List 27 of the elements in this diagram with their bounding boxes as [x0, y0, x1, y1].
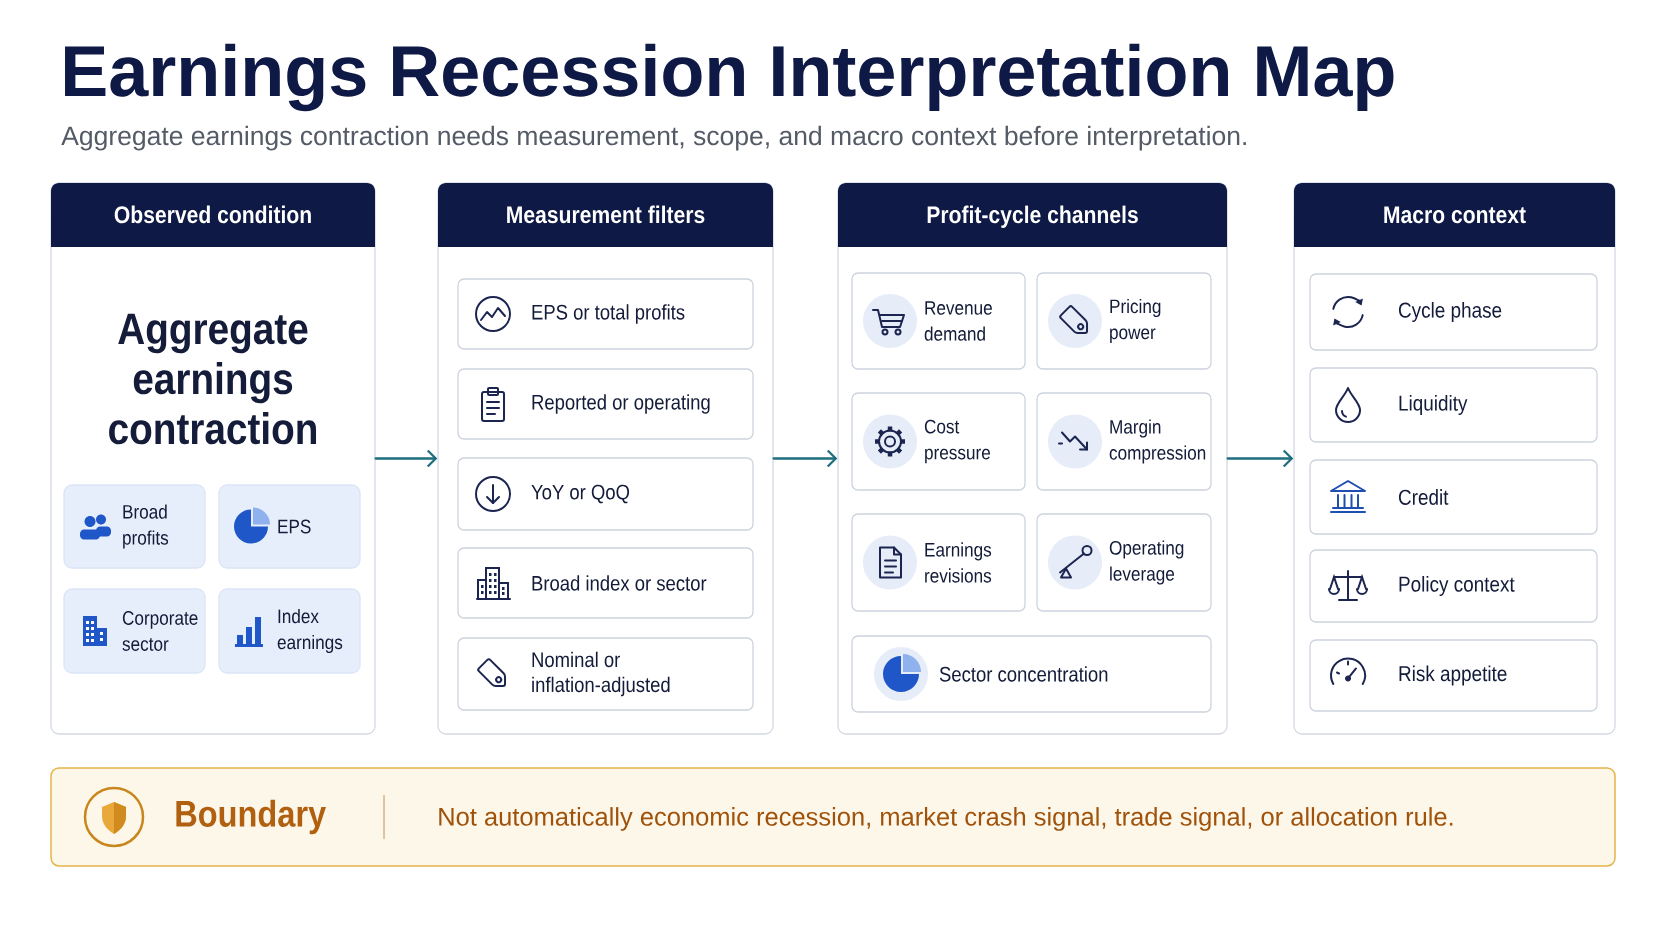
- context-row: Risk appetite: [1309, 639, 1598, 712]
- headline: Aggregate earnings contraction: [109, 313, 316, 445]
- arrow: [772, 449, 838, 468]
- context-row: Liquidity: [1309, 367, 1598, 443]
- context-row: Cycle phase: [1309, 273, 1598, 351]
- subtitle: Aggregate earnings contraction needs measurement, scope, and macro context before interpretation.: [61, 125, 1246, 151]
- arrow: [374, 449, 438, 468]
- panel-header: Observed condition: [51, 183, 375, 247]
- panel-header: Profit-cycle channels: [838, 183, 1227, 247]
- filter-row: EPS or total profits: [457, 278, 754, 350]
- heading: Boundary: [176, 799, 326, 835]
- metric-tile: Index earnings: [218, 588, 361, 674]
- panel-header: Macro context: [1294, 183, 1615, 247]
- note-text: Not automatically economic recession, market crash signal, trade signal, or allocation rule.: [439, 807, 1453, 831]
- metric-tile: EPS: [218, 484, 361, 569]
- filter-row: Reported or operating: [457, 368, 754, 440]
- metric-tile: Corporate sector: [63, 588, 206, 674]
- title: Earnings Recession Interpretation Map: [65, 43, 1394, 112]
- channel-card: Sector concentration: [851, 635, 1212, 713]
- context-row: Policy context: [1309, 549, 1598, 623]
- context-row: Credit: [1309, 459, 1598, 535]
- filter-row: YoY or QoQ: [457, 457, 754, 531]
- metric-tile: Broad profits: [63, 484, 206, 569]
- filter-row: Broad index or sector: [457, 547, 754, 619]
- arrow: [1226, 449, 1294, 468]
- filter-row: Nominal or inflation-adjusted: [457, 637, 754, 711]
- panel-header: Measurement filters: [438, 183, 773, 247]
